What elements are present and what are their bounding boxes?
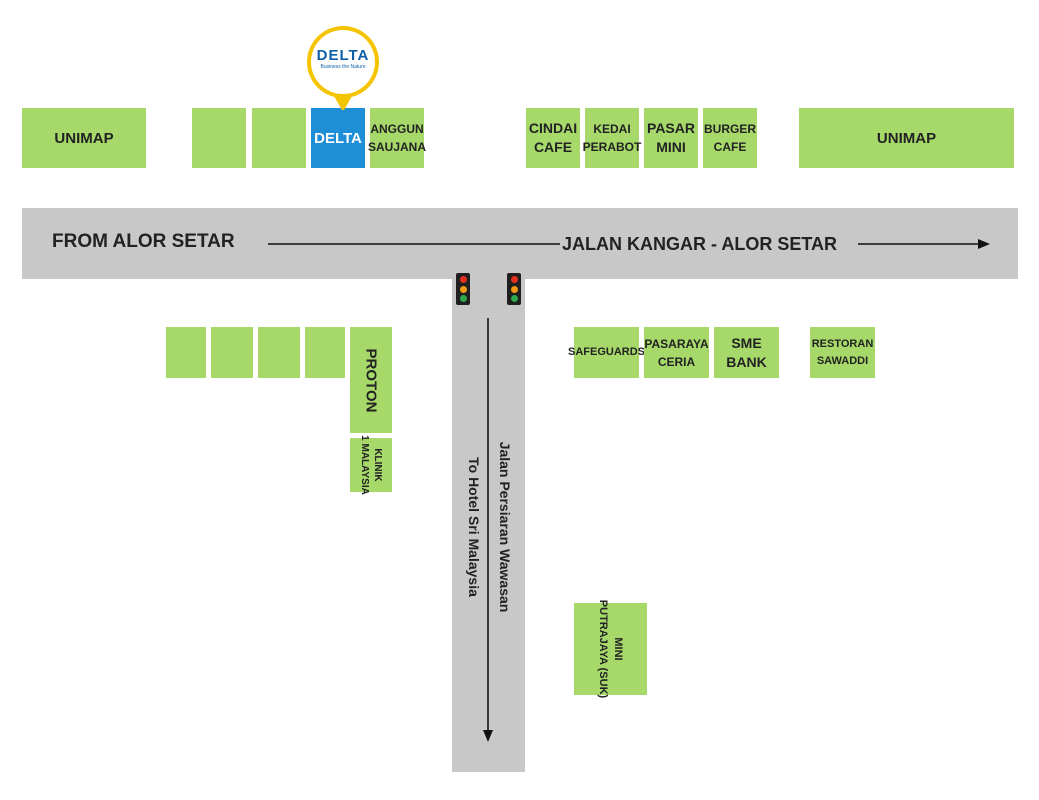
lot-empty-sw-2[interactable] [211,327,253,378]
lot-klinik-1malaysia[interactable]: KLINIK 1 MALAYSIA [350,435,392,495]
lot-anggun-line2: SAUJANA [368,140,427,154]
lot-pasaraya-line2: CERIA [657,354,696,369]
lot-empty-2[interactable] [252,108,306,168]
lot-sme-bank[interactable]: SME BANK [714,327,779,378]
delta-logo: DELTA Business the Nature [305,47,381,71]
lot-proton[interactable]: PROTON [350,327,392,433]
lot-proton-label: PROTON [362,348,380,412]
lot-putrajaya-line2: PUTRAJAYA (SUK) [597,599,610,699]
side-road-name-label: Jalan Persiaran Wawasan [497,441,513,613]
lot-pasar-mini[interactable]: PASAR MINI [644,108,698,168]
lot-unimap-right[interactable]: UNIMAP [799,108,1014,168]
lot-pasaraya-line1: PASARAYA [644,336,709,351]
lot-unimap-left[interactable]: UNIMAP [22,108,146,168]
main-road-name-label: JALAN KANGAR - ALOR SETAR [560,234,839,255]
lot-kedai-perabot[interactable]: KEDAI PERABOT [582,108,642,168]
lot-burger-cafe[interactable]: BURGER CAFE [703,108,757,168]
lot-safeguards[interactable]: SAFEGUARDS [568,327,645,378]
lot-empty-sw-4[interactable] [305,327,345,378]
lot-cindai-line2: CAFE [533,139,573,155]
lot-klinik-text: KLINIK 1 MALAYSIA [358,435,384,495]
lot-putrajaya-line1: MINI [612,637,625,661]
lot-pasaraya-ceria[interactable]: PASARAYA CERIA [644,327,709,378]
lot-burger-line1: BURGER [703,122,756,136]
lot-pasar-line2: MINI [656,139,686,155]
main-road-origin-label: FROM ALOR SETAR [52,231,235,252]
lot-unimap-right-label: UNIMAP [876,129,937,147]
lot-cindai-line1: CINDAI [528,120,578,136]
traffic-light-left-icon [456,273,470,305]
delta-location-pin-icon [307,26,379,110]
lot-delta[interactable]: DELTA [311,108,365,168]
lot-pasar-line1: PASAR [647,120,695,136]
lot-mini-putrajaya[interactable]: MINI PUTRAJAYA (SUK) [574,600,647,698]
lot-restoran-sawaddi[interactable]: RESTORAN SAWADDI [810,327,875,378]
lot-putrajaya-text: MINI PUTRAJAYA (SUK) [596,600,626,698]
lot-delta-label: DELTA [314,129,362,147]
lot-empty-sw-3[interactable] [258,327,300,378]
lot-cindai-cafe[interactable]: CINDAI CAFE [526,108,580,168]
lot-restoran-line2: SAWADDI [816,354,869,367]
lot-klinik-line2: 1 MALAYSIA [359,435,370,495]
lot-sme-line2: BANK [726,353,767,370]
lot-kedai-line1: KEDAI [593,122,631,136]
delta-logo-wordmark: DELTA [316,47,370,64]
lot-safeguards-label: SAFEGUARDS [568,346,646,358]
delta-logo-tagline: Business the Nature [320,64,366,70]
lot-anggun-line1: ANGGUN [370,122,424,136]
lot-empty-1[interactable] [192,108,246,168]
side-road [452,270,525,772]
lot-kedai-line2: PERABOT [582,140,642,154]
lot-klinik-line1: KLINIK [372,448,383,482]
lot-burger-line2: CAFE [713,140,747,154]
traffic-light-right-icon [507,273,521,305]
lot-restoran-line1: RESTORAN [811,337,874,350]
side-road-destination-label: To Hotel Sri Malaysia [466,457,482,597]
lot-anggun-saujana[interactable]: ANGGUN SAUJANA [368,108,427,168]
lot-unimap-left-label: UNIMAP [54,129,114,147]
lot-sme-line1: SME [731,334,762,351]
lot-empty-sw-1[interactable] [166,327,206,378]
